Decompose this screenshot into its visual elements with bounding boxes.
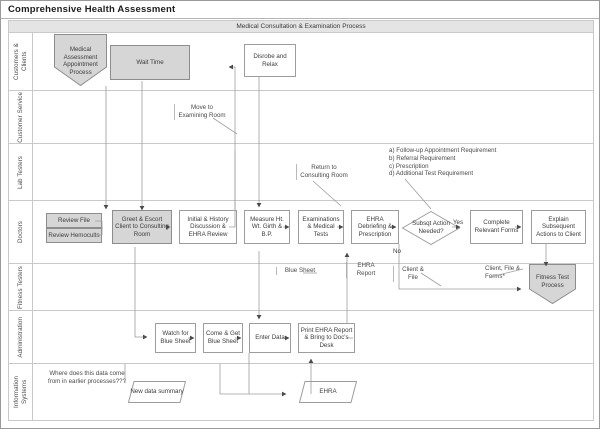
diagram-title-bar: Comprehensive Health Assessment [1,1,599,19]
lane-lab-testers: Lab Testers Return to Consulting Room a)… [8,144,594,201]
lane-label-fitness-testers-text: Fitness Testers [16,265,24,309]
lane-body-fitness-testers: Blue Sheet EHRA Report Client & File Cli… [33,262,593,310]
lane-label-doctors: Doctors [9,201,33,263]
node-new-data-summary[interactable]: New data summary [128,381,186,403]
node-come-get-blue-sheet-label: Come & Get Blue Sheet [205,330,241,345]
lane-label-customers: Customers & Clients [9,33,33,90]
lane-label-information-systems: Information Systems [9,364,33,420]
lane-label-lab-testers: Lab Testers [9,144,33,200]
node-disrobe-relax-label: Disrobe and Relax [253,52,287,68]
lane-label-information-systems-text: Information Systems [12,375,28,409]
lane-label-customer-service: Customer Service [9,91,33,143]
lane-information-systems: Information Systems Where does this data… [8,364,594,421]
phase-band-label: Medical Consultation & Examination Proce… [236,23,366,30]
node-subsqt-action-label: Subsqt Action Needed? [412,220,450,235]
node-greet-escort[interactable]: Greet & Escort Client to Consulting Room [112,210,172,244]
node-review-file[interactable]: Review File [46,213,102,228]
annotation-move-to-examining-room: Move to Examining Room [174,104,226,120]
node-review-hemocults-label: Review Hemocults [48,231,100,239]
node-review-hemocults[interactable]: Review Hemocults [46,228,102,243]
node-fitness-test-process-label: Fitness Test Process [536,274,569,289]
node-new-data-summary-label: New data summary [130,388,184,396]
lane-customer-service: Customer Service Move to Examining Room [8,91,594,144]
lane-label-customers-text: Customers & Clients [12,43,28,80]
lane-label-customer-service-text: Customer Service [16,91,24,143]
node-medical-assessment[interactable]: Medical Assessment Appointment Process [54,34,107,86]
lane-body-customers: Medical Assessment Appointment Process W… [33,33,593,90]
node-watch-blue-sheet-label: Watch for Blue Sheet [160,330,191,345]
node-come-get-blue-sheet[interactable]: Come & Get Blue Sheet [203,323,243,353]
lane-doctors: Doctors Review File Review Hemocults Gre… [8,201,594,264]
node-complete-forms[interactable]: Complete Relevant Forms [470,210,523,244]
node-ehra-debriefing[interactable]: EHRA Debriefing & Prescription [351,210,399,244]
node-explain-actions[interactable]: Explain Subsequent Actions to Client [531,210,586,244]
node-ehra-data[interactable]: EHRA [299,381,357,403]
lane-body-administration: Watch for Blue Sheet Come & Get Blue She… [33,311,593,363]
lane-label-lab-testers-text: Lab Testers [16,155,24,189]
node-enter-data[interactable]: Enter Data [249,323,291,353]
node-wait-time-label: Wait Time [136,58,164,66]
lane-body-information-systems: Where does this data come from in earlie… [33,364,593,420]
node-complete-forms-label: Complete Relevant Forms [474,219,519,234]
annotation-ehra-report: EHRA Report [346,262,382,278]
annotation-data-question: Where does this data come from in earlie… [47,370,127,385]
annotation-client-file-forms: Client, File & Forms* [485,265,521,280]
node-ehra-data-label: EHRA [319,388,337,396]
phase-band: Medical Consultation & Examination Proce… [8,20,594,33]
lane-body-doctors: Review File Review Hemocults Greet & Esc… [33,201,593,263]
node-print-ehra-label: Print EHRA Report & Bring to Doc's Desk [300,326,353,349]
lane-administration: Administration Watch for Blue Sheet Come… [8,311,594,364]
lane-label-fitness-testers: Fitness Testers [9,264,33,310]
node-initial-history[interactable]: Initial & History Discussion & EHRA Revi… [179,210,237,244]
node-fitness-test-process[interactable]: Fitness Test Process [529,264,576,304]
node-watch-blue-sheet[interactable]: Watch for Blue Sheet [155,323,196,353]
node-subsqt-action-decision[interactable]: Subsqt Action Needed? [402,211,460,245]
node-explain-actions-label: Explain Subsequent Actions to Client [536,215,581,238]
lane-customers: Customers & Clients Medical Assessment A… [8,33,594,91]
node-ehra-debriefing-label: EHRA Debriefing & Prescription [357,215,393,238]
annotation-client-and-file: Client & File [393,266,429,282]
node-greet-escort-label: Greet & Escort Client to Consulting Room [115,215,169,238]
node-measure-label: Measure Ht. Wt. Girth & B.P. [250,215,284,238]
page-title: Comprehensive Health Assessment [8,4,176,15]
annotation-return-to-consulting-room: Return to Consulting Room [296,164,348,180]
node-initial-history-label: Initial & History Discussion & EHRA Revi… [187,215,229,238]
node-disrobe-relax[interactable]: Disrobe and Relax [244,44,296,77]
lane-body-customer-service: Move to Examining Room [33,91,593,143]
node-examinations[interactable]: Examinations & Medical Tests [298,210,344,244]
annotation-subsequent-actions-list: a) Follow-up Appointment Requirement b) … [389,147,497,178]
node-print-ehra[interactable]: Print EHRA Report & Bring to Doc's Desk [298,323,355,353]
node-medical-assessment-label: Medical Assessment Appointment Process [63,46,98,76]
node-examinations-label: Examinations & Medical Tests [302,215,340,238]
node-measure[interactable]: Measure Ht. Wt. Girth & B.P. [244,210,290,244]
lane-body-lab-testers: Return to Consulting Room a) Follow-up A… [33,144,593,200]
lane-label-doctors-text: Doctors [16,220,24,244]
node-review-file-label: Review File [58,216,90,224]
node-enter-data-label: Enter Data [255,334,285,342]
lane-fitness-testers: Fitness Testers Blue Sheet EHRA Report C… [8,262,594,311]
edge-label-yes: Yes [453,219,464,226]
node-wait-time[interactable]: Wait Time [110,45,190,80]
edge-label-no: No [393,248,401,255]
annotation-blue-sheet: Blue Sheet [276,267,320,275]
lane-label-administration: Administration [9,311,33,363]
lane-label-administration-text: Administration [16,316,24,358]
